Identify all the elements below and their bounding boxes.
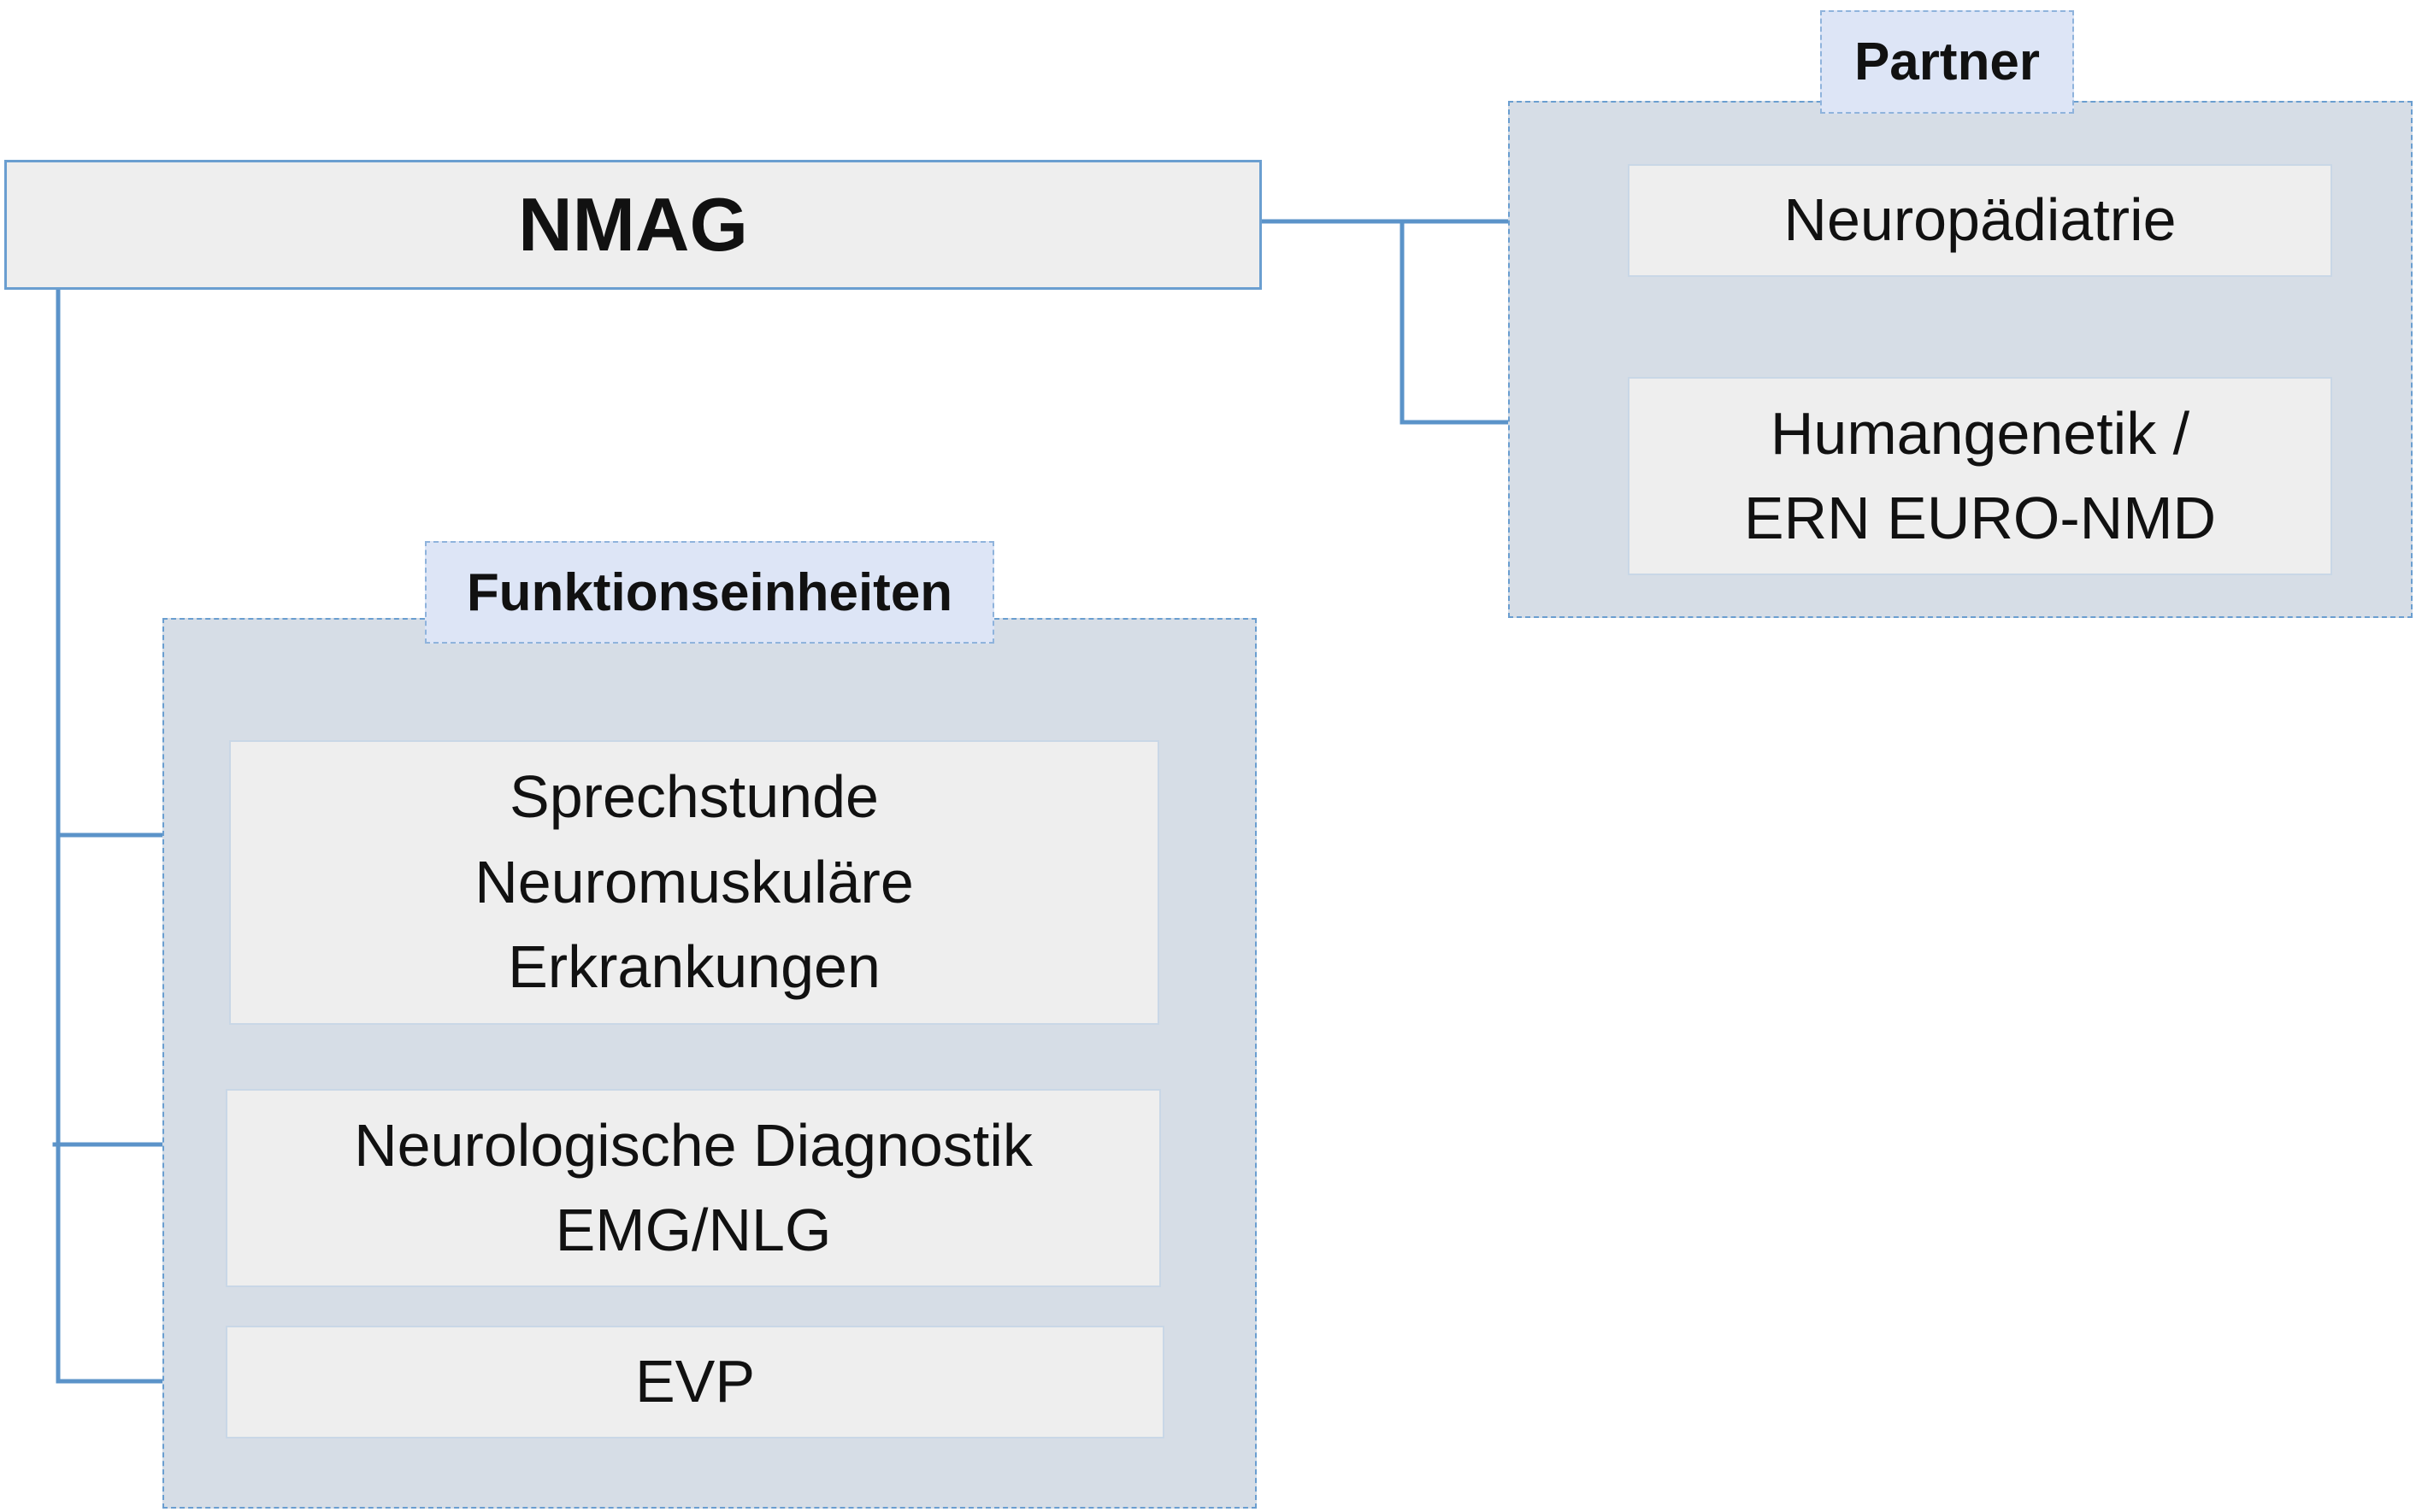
function-item-diagnostik: Neurologische Diagnostik EMG/NLG	[226, 1089, 1161, 1287]
root-node: NMAG	[4, 160, 1262, 290]
function-item-label: Sprechstunde Neuromuskuläre Erkrankungen	[474, 763, 914, 1001]
function-item-label: EVP	[634, 1348, 756, 1415]
root-node-label: NMAG	[518, 182, 748, 267]
function-group-title-label: Funktionseinheiten	[466, 562, 953, 622]
function-group-title: Funktionseinheiten	[425, 541, 994, 644]
function-item-evp: EVP	[226, 1326, 1164, 1438]
partner-item-neuropaediatrie: Neuropädiatrie	[1628, 164, 2332, 277]
function-item-label: Neurologische Diagnostik EMG/NLG	[354, 1111, 1033, 1263]
partner-item-label: Neuropädiatrie	[1783, 186, 2177, 254]
partner-item-label: Humangenetik / ERN EURO-NMD	[1743, 399, 2217, 551]
function-item-sprechstunde: Sprechstunde Neuromuskuläre Erkrankungen	[229, 740, 1159, 1025]
partner-group-title-label: Partner	[1853, 32, 2041, 91]
partner-item-humangenetik: Humangenetik / ERN EURO-NMD	[1628, 377, 2332, 575]
partner-group-title: Partner	[1820, 10, 2074, 114]
